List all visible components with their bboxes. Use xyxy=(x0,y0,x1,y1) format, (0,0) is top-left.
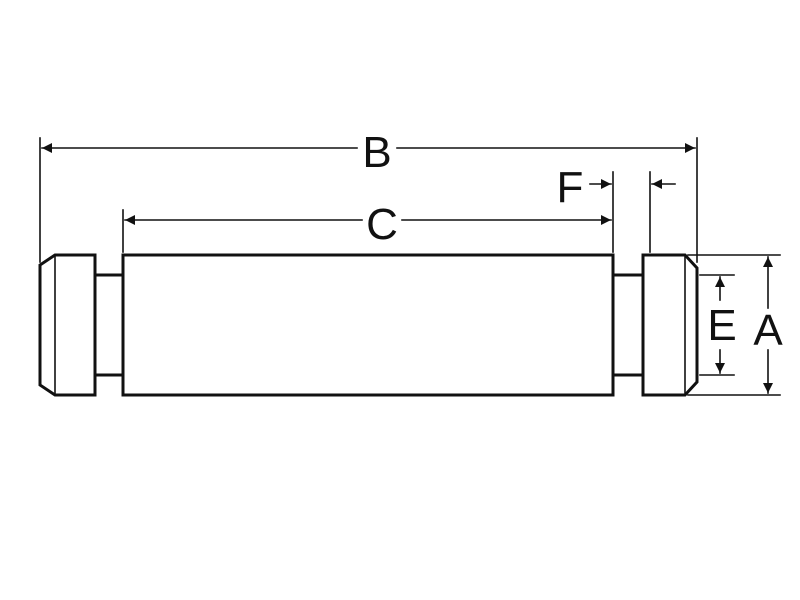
dimension-e: E xyxy=(707,276,737,374)
dimension-f: F xyxy=(557,163,676,212)
label-c: C xyxy=(366,200,398,249)
right-head xyxy=(641,253,699,397)
dimension-c: C xyxy=(124,200,612,249)
extension-lines xyxy=(39,137,781,396)
label-f: F xyxy=(557,163,584,212)
dimension-a: A xyxy=(753,256,783,394)
main-body xyxy=(121,253,615,397)
label-b: B xyxy=(362,128,391,177)
pin-outline xyxy=(38,253,699,397)
label-a: A xyxy=(753,306,783,355)
label-e: E xyxy=(707,301,736,350)
dimension-b: B xyxy=(41,128,696,177)
left-head xyxy=(38,253,97,397)
